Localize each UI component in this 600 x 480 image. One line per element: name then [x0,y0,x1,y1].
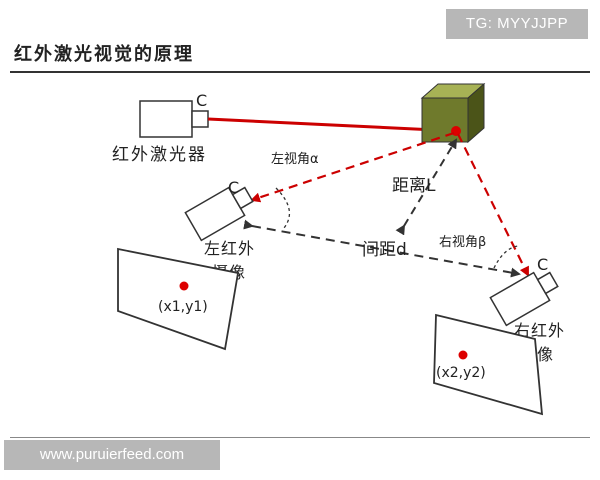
right-image-plane [433,313,544,416]
laser-device-label: 红外激光器 [112,145,207,165]
watermark-bottom: www.puruierfeed.com [4,440,220,470]
distance-label: 距离L [392,176,436,196]
watermark-top: TG: MYYJJPP [446,9,588,39]
laser-beam [207,117,457,133]
left-camera-label-line1: 左红外 [204,239,255,258]
right-camera-mark: C [537,255,548,274]
reflection-to-right-camera [457,133,529,277]
right-point-label: (x2,y2) [436,365,486,381]
right-image-point [458,350,468,360]
right-angle-label: 右视角β [439,235,486,250]
left-angle-label: 左视角α [271,152,319,167]
target-cube-icon [420,82,486,144]
spacing-label: 间距d [362,240,407,260]
left-angle-arc [275,187,291,229]
left-point-label: (x1,y1) [158,299,208,315]
laser-camera-mark: C [196,91,207,110]
right-camera-label-line1: 右红外 [514,321,565,340]
left-image-plane [117,247,240,351]
left-camera-icon [184,186,254,242]
left-camera-mark: C [228,178,239,197]
bottom-divider [10,437,590,438]
distance-arrow [395,138,458,236]
right-camera-icon [489,271,559,327]
left-image-point [179,281,189,291]
title-divider [10,71,590,73]
laser-emitter-icon [139,100,209,138]
baseline-arrow [243,219,521,278]
page-title: 红外激光视觉的原理 [14,44,194,65]
